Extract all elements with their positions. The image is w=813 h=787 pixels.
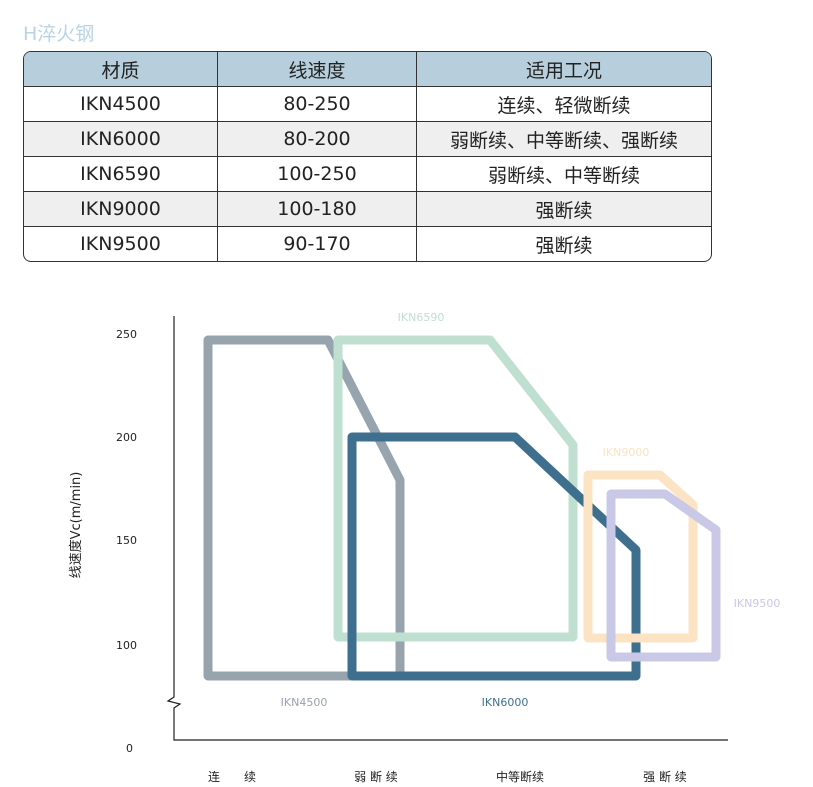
- series-region-ikn6590: [333, 335, 578, 642]
- cell: IKN9500: [24, 227, 218, 261]
- y-tick: 200: [116, 431, 137, 444]
- header-condition: 适用工况: [417, 52, 711, 87]
- y-axis: [166, 316, 728, 741]
- series-region-ikn6000: [347, 432, 641, 681]
- cell: 80-250: [218, 87, 417, 122]
- series-label-ikn9000: IKN9000: [603, 446, 650, 459]
- x-tick: 强 断 续: [643, 769, 687, 784]
- cell: 弱断续、中等断续: [417, 157, 711, 192]
- cell: IKN6590: [24, 157, 218, 192]
- cell: 100-180: [218, 192, 417, 227]
- y-tick: 150: [116, 534, 137, 547]
- cell: 强断续: [535, 234, 593, 257]
- y-axis-label: 线速度Vc(m/min): [68, 472, 84, 579]
- y-tick: 250: [116, 328, 137, 341]
- x-tick: 中等断续: [496, 769, 544, 784]
- series-label-ikn6000: IKN6000: [482, 696, 529, 709]
- cell: 弱断续、中等断续、强断续: [417, 122, 711, 157]
- x-tick: 弱 断 续: [354, 769, 398, 784]
- cell: IKN4500: [24, 87, 218, 122]
- cell: 100-250: [218, 157, 417, 192]
- header-speed: 线速度: [218, 52, 417, 87]
- series-region-ikn4500: [203, 335, 405, 681]
- cell: 80-200: [218, 122, 417, 157]
- series-label-ikn6590: IKN6590: [398, 311, 445, 324]
- cell: 90-170: [218, 227, 417, 261]
- cell: IKN6000: [24, 122, 218, 157]
- series-region-ikn9000: [583, 470, 698, 643]
- table-header: 材质线速度适用工况: [24, 52, 711, 87]
- y-tick: 100: [116, 639, 137, 652]
- x-tick: 连 续: [208, 769, 256, 784]
- series-label-ikn4500: IKN4500: [281, 696, 328, 709]
- section-title: H淬火钢: [23, 23, 95, 45]
- header-material: 材质: [24, 52, 218, 87]
- cell: 强断续: [417, 192, 711, 227]
- cell: IKN9000: [24, 192, 218, 227]
- cell: 连续、轻微断续: [417, 87, 711, 122]
- series-region-ikn9500: [606, 489, 721, 662]
- y-tick: 0: [126, 742, 133, 755]
- series-label-ikn9500: IKN9500: [734, 597, 781, 610]
